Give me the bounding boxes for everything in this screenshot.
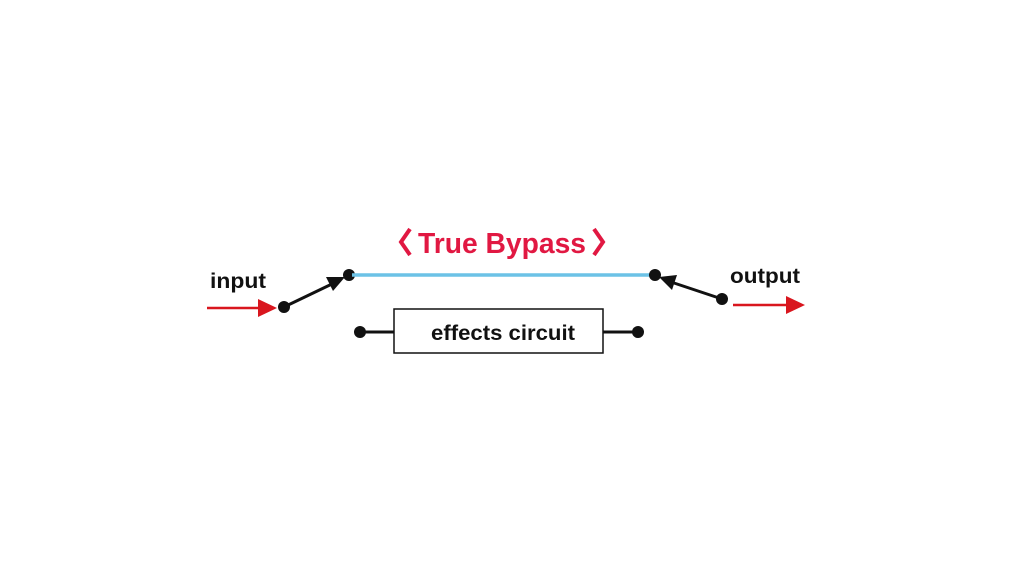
diagram-title: True Bypass — [418, 228, 586, 260]
input-arrow-icon — [258, 299, 277, 317]
effects-left-terminal — [354, 326, 366, 338]
input-switch-arm — [283, 281, 335, 309]
output-switch-pivot — [716, 293, 728, 305]
output-switch-arrow-icon — [659, 275, 677, 290]
effects-right-terminal — [632, 326, 644, 338]
input-switch-pivot — [278, 301, 290, 313]
output-label: output — [730, 265, 800, 288]
title-right-bracket — [592, 227, 606, 257]
output-arrow-icon — [786, 296, 805, 314]
title-left-bracket — [398, 227, 412, 257]
input-switch-contact — [343, 269, 355, 281]
output-switch-contact — [649, 269, 661, 281]
output-switch-arm — [670, 280, 723, 301]
input-switch-arrow-icon — [326, 277, 345, 291]
effects-circuit-label: effects circuit — [431, 322, 575, 345]
input-label: input — [210, 270, 266, 293]
